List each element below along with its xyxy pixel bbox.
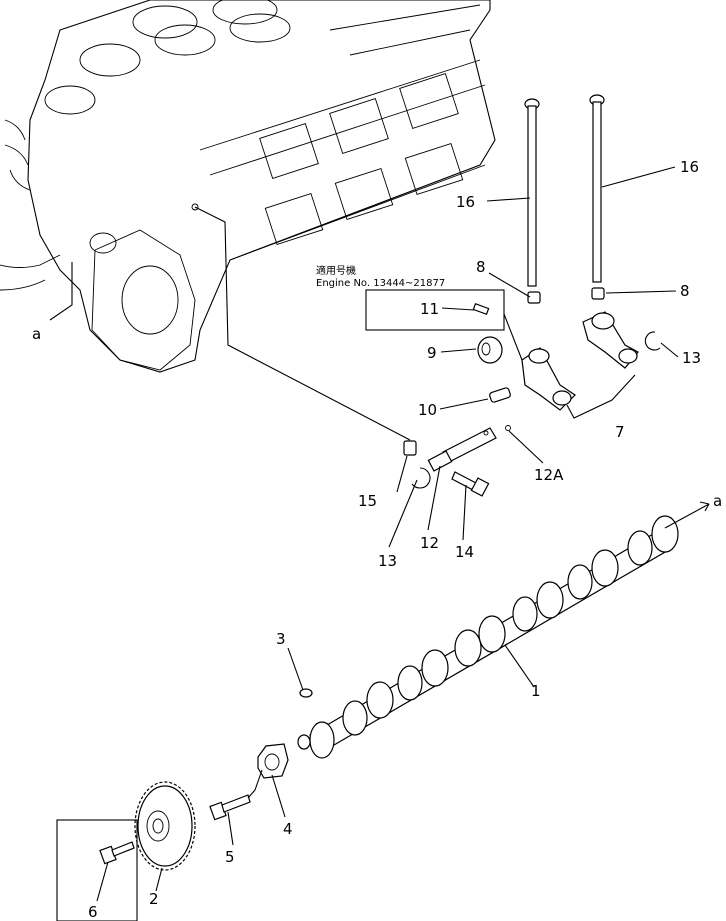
callout-4: 4 bbox=[283, 820, 293, 838]
callout-2: 2 bbox=[149, 890, 159, 908]
part-15-dowel bbox=[403, 440, 417, 456]
callout-11: 11 bbox=[420, 300, 439, 318]
callout-15: 15 bbox=[358, 492, 377, 510]
engine-block bbox=[0, 0, 496, 373]
callout-13-right: 13 bbox=[682, 349, 701, 367]
callout-10: 10 bbox=[418, 401, 437, 419]
callout-16-left: 16 bbox=[456, 193, 475, 211]
part-12a-ball bbox=[505, 425, 511, 431]
applicability-label-jp: 適用号機 bbox=[316, 264, 356, 277]
part-7-lever-left bbox=[521, 347, 576, 411]
callout-5: 5 bbox=[225, 848, 235, 866]
part-13-ring-right bbox=[644, 331, 661, 351]
leader-block-to-15 bbox=[194, 206, 411, 441]
leader-lines bbox=[96, 166, 710, 902]
push-rod-right bbox=[589, 94, 605, 283]
part-7-lever-right bbox=[582, 311, 639, 369]
part-14-bolt bbox=[451, 471, 490, 497]
part-11-bolt bbox=[472, 303, 490, 315]
callout-12: 12 bbox=[420, 534, 439, 552]
callout-12a: 12A bbox=[534, 466, 564, 484]
part-10-pin bbox=[489, 387, 511, 403]
cap-left bbox=[527, 291, 541, 304]
part-13-ring-left bbox=[411, 467, 431, 489]
part-3-key bbox=[299, 688, 313, 698]
callout-13-left: 13 bbox=[378, 552, 397, 570]
leader-ref-a-left bbox=[49, 262, 73, 321]
callout-8-left: 8 bbox=[476, 258, 486, 276]
callout-7: 7 bbox=[615, 423, 625, 441]
callout-1: 1 bbox=[531, 682, 541, 700]
part-9-bushing bbox=[477, 336, 503, 364]
part-5-bolt bbox=[209, 794, 251, 821]
callout-8-right: 8 bbox=[680, 282, 690, 300]
applicability-label-engine: Engine No. 13444~21877 bbox=[316, 278, 445, 289]
callout-9: 9 bbox=[427, 344, 437, 362]
part-1-camshaft bbox=[297, 515, 679, 759]
part-12-shaft bbox=[427, 427, 497, 472]
part-4-thrust-plate bbox=[257, 743, 289, 779]
callout-16-right: 16 bbox=[680, 158, 699, 176]
callout-6: 6 bbox=[88, 903, 98, 921]
callout-a-right: a bbox=[713, 492, 722, 510]
push-rod-left bbox=[524, 98, 540, 287]
callout-a-left: a bbox=[32, 325, 41, 343]
leader-4-plate-to-bolt bbox=[247, 769, 263, 799]
cap-right bbox=[591, 287, 605, 300]
callout-3: 3 bbox=[276, 630, 286, 648]
leader-7 bbox=[566, 374, 636, 419]
callout-14: 14 bbox=[455, 543, 474, 561]
part-6-box bbox=[56, 819, 138, 921]
part-2-cam-gear bbox=[134, 781, 196, 871]
applicability-box bbox=[365, 289, 505, 331]
part-6-bolt bbox=[99, 841, 135, 865]
